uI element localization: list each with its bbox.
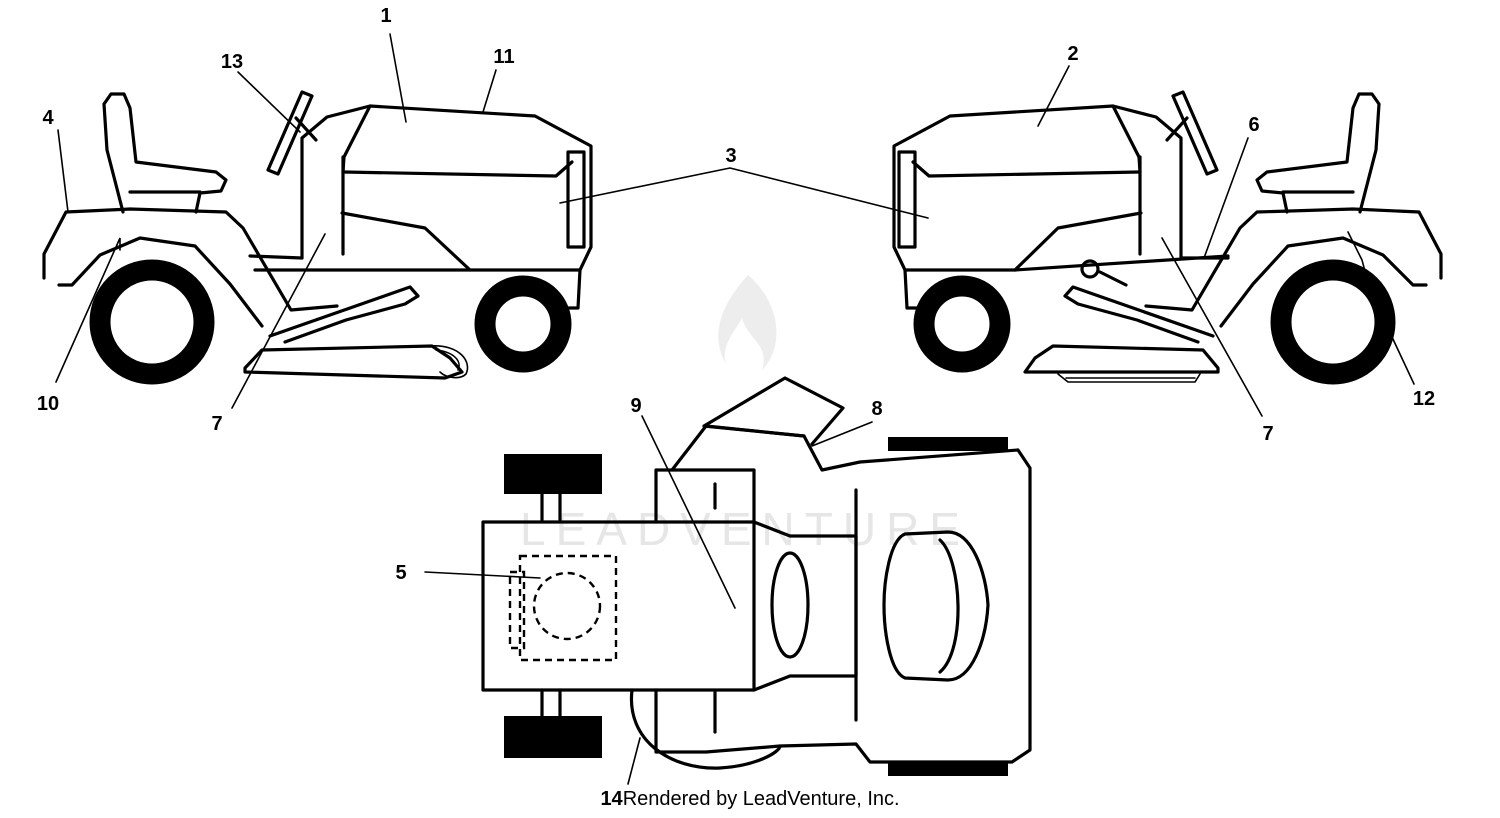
- watermark-text: LEADVENTURE: [520, 503, 970, 555]
- top-deck-outline: [654, 424, 1032, 764]
- leader-lines: [55, 33, 1415, 785]
- callout-7-left: 7: [211, 413, 222, 435]
- left-side-view: [42, 90, 593, 385]
- top-rear-tire-lower: [888, 762, 1008, 776]
- top-rear-tire-upper: [888, 437, 1008, 451]
- left-fender: [42, 207, 339, 312]
- right-steering-wheel: [1171, 90, 1219, 176]
- credit-text: Rendered by LeadVenture, Inc.: [622, 788, 900, 810]
- right-dash-panel: [1111, 104, 1183, 260]
- callout-1: 1: [380, 5, 391, 27]
- callout-8: 8: [871, 398, 882, 420]
- callout-6: 6: [1248, 114, 1259, 136]
- top-front-tire-upper: [504, 454, 602, 494]
- left-mower-deck: [243, 344, 464, 380]
- callout-4: 4: [42, 107, 54, 129]
- left-seat-back: [102, 92, 228, 214]
- right-deck-skirt: [1057, 373, 1201, 383]
- watermark: LEADVENTURE: [520, 275, 970, 555]
- left-front-wheel: [474, 275, 572, 373]
- top-view: [481, 376, 1032, 776]
- right-lift-lever-knob: [1080, 259, 1100, 279]
- callout-7-right: 7: [1262, 423, 1273, 445]
- right-lift-lever: [1098, 270, 1128, 287]
- left-grille: [566, 150, 586, 249]
- right-mower-deck: [1023, 344, 1220, 374]
- left-rear-wheel: [89, 259, 215, 385]
- callout-9: 9: [630, 395, 641, 417]
- callout-14: 14: [600, 788, 623, 810]
- credit-line: 14Rendered by LeadVenture, Inc.: [0, 786, 1500, 812]
- right-seat-back: [1255, 92, 1381, 214]
- flame-logo-icon: [718, 275, 777, 370]
- right-fender: [1144, 207, 1443, 312]
- left-steering-wheel: [266, 90, 314, 176]
- callout-3: 3: [725, 145, 736, 167]
- left-discharge-chute: [429, 345, 469, 379]
- top-seat: [882, 530, 990, 682]
- top-front-axle: [540, 492, 562, 718]
- right-front-wheel: [913, 275, 1011, 373]
- top-seat-back: [938, 538, 960, 674]
- right-foot-rest: [1063, 285, 1215, 344]
- callout-5: 5: [395, 562, 406, 584]
- right-hood: [892, 104, 1143, 272]
- right-fender-arch: [1219, 236, 1428, 328]
- left-fender-arch: [57, 236, 264, 328]
- left-dash-panel: [300, 104, 372, 260]
- top-hood: [481, 520, 756, 692]
- top-engine-outline-3: [532, 571, 602, 641]
- top-dash: [752, 520, 858, 692]
- callouts: 1 11 13 4 3 2 6 10 7 7 12 9 8 5: [37, 5, 1435, 584]
- top-engine-outline-1: [518, 554, 618, 662]
- left-foot-rest: [268, 285, 420, 344]
- left-hood: [340, 104, 593, 272]
- top-engine-outline-2: [508, 570, 526, 650]
- top-front-tire-lower: [504, 716, 602, 758]
- callout-12: 12: [1413, 388, 1435, 410]
- callout-2: 2: [1067, 43, 1078, 65]
- top-deck-left-edge: [654, 468, 674, 524]
- top-steering-wheel: [770, 551, 810, 659]
- right-hood-seam: [911, 160, 1141, 178]
- callout-10: 10: [37, 393, 59, 415]
- top-deck-rear-arc: [629, 688, 782, 770]
- callout-13: 13: [221, 51, 243, 73]
- callout-11: 11: [493, 46, 514, 68]
- right-grille: [897, 150, 917, 249]
- right-side-view: [892, 90, 1443, 385]
- left-hood-seam: [342, 160, 574, 178]
